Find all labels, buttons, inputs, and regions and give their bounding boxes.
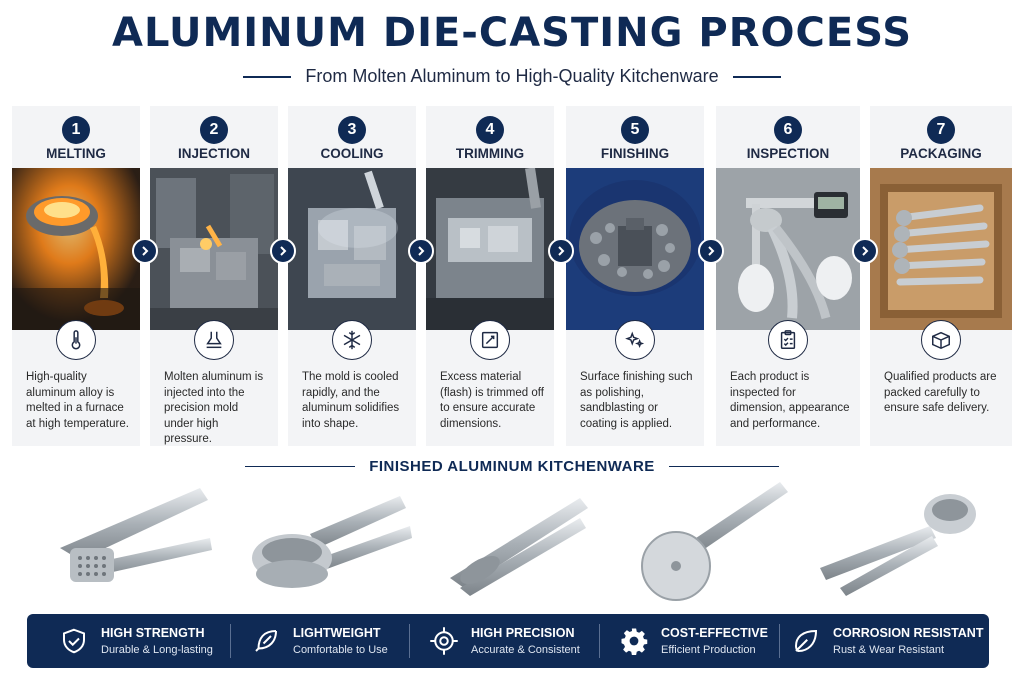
target-icon (427, 624, 461, 658)
page-title: ALUMINUM DIE-CASTING PROCESS (111, 10, 913, 56)
step-inspection: 6 INSPECTION Each product is inspected f… (716, 106, 860, 446)
step-name: PACKAGING (900, 146, 982, 161)
finished-title: FINISHED ALUMINUM KITCHENWARE (369, 458, 655, 475)
step-trimming: 4 TRIMMING Excess material (flash) is tr… (426, 106, 554, 446)
chevron-right-icon (698, 238, 724, 264)
step-description: Molten aluminum is injected into the pre… (164, 371, 264, 445)
page-subtitle: From Molten Aluminum to High-Quality Kit… (305, 66, 719, 86)
features-bar: HIGH STRENGTH Durable & Long-lasting LIG… (27, 614, 989, 668)
step-description: Qualified products are packed carefully … (884, 371, 997, 414)
product-gallery (30, 478, 990, 608)
divider (230, 624, 231, 658)
step-name: COOLING (320, 146, 384, 161)
subtitle-row: From Molten Aluminum to High-Quality Kit… (0, 66, 1024, 87)
step-number: 2 (200, 116, 228, 144)
feature-high-precision: HIGH PRECISION Accurate & Consistent (427, 614, 580, 668)
step-description: Each product is inspected for dimension,… (730, 371, 850, 430)
process-steps: 1 MELTING High-quality alu (12, 106, 1012, 446)
step-number: 4 (476, 116, 504, 144)
step-injection: 2 INJECTION Molten aluminum is injected … (150, 106, 278, 446)
divider (668, 465, 779, 468)
step-finishing: 5 FINISHING Surface finishing such as po… (566, 106, 704, 446)
step-number: 5 (621, 116, 649, 144)
injection-mold-icon (194, 320, 234, 360)
trim-icon (470, 320, 510, 360)
step-packaging: 7 PACKAGING Qualified products are packe… (870, 106, 1012, 446)
feature-subtitle: Accurate & Consistent (471, 643, 580, 656)
lemon-squeezer-image (240, 478, 420, 608)
snowflake-icon (332, 320, 372, 360)
trimming-photo (426, 168, 554, 330)
step-description: Excess material (flash) is trimmed off t… (440, 371, 544, 430)
chevron-right-icon (548, 238, 574, 264)
step-description: Surface finishing such as polishing, san… (580, 371, 693, 430)
feature-subtitle: Comfortable to Use (293, 643, 388, 656)
finished-header: FINISHED ALUMINUM KITCHENWARE (0, 458, 1024, 475)
divider (732, 75, 781, 78)
step-name: MELTING (46, 146, 106, 161)
step-name: TRIMMING (455, 146, 525, 161)
sparkle-icon (615, 320, 655, 360)
step-name: INJECTION (177, 146, 250, 161)
nutcracker-image (430, 478, 610, 608)
ice-cream-scoop-image (810, 478, 990, 608)
feature-lightweight: LIGHTWEIGHT Comfortable to Use (249, 614, 388, 668)
step-number: 7 (927, 116, 955, 144)
gear-icon (617, 624, 651, 658)
pizza-cutter-image (630, 478, 800, 608)
divider (409, 624, 410, 658)
chevron-right-icon (132, 238, 158, 264)
feature-subtitle: Efficient Production (661, 643, 756, 656)
inspection-photo (716, 168, 860, 330)
chevron-right-icon (408, 238, 434, 264)
shield-check-icon (57, 624, 91, 658)
finishing-photo (566, 168, 704, 330)
feature-subtitle: Durable & Long-lasting (101, 643, 213, 656)
feature-title: LIGHTWEIGHT (293, 625, 381, 640)
divider (243, 75, 292, 78)
feather-icon (249, 624, 283, 658)
feature-subtitle: Rust & Wear Resistant (833, 643, 945, 656)
step-description: High-quality aluminum alloy is melted in… (26, 371, 129, 430)
step-name: INSPECTION (746, 146, 830, 161)
divider (779, 624, 780, 658)
step-number: 6 (774, 116, 802, 144)
step-cooling: 3 COOLING The mold is cooled rapidly, an… (288, 106, 416, 446)
step-name: FINISHING (600, 146, 670, 161)
feature-title: CORROSION RESISTANT (833, 625, 984, 640)
step-description: The mold is cooled rapidly, and the alum… (302, 371, 400, 430)
feature-title: HIGH STRENGTH (101, 625, 205, 640)
injection-photo (150, 168, 278, 330)
garlic-press-image (40, 478, 220, 608)
feature-corrosion-resistant: CORROSION RESISTANT Rust & Wear Resistan… (789, 614, 983, 668)
feature-title: COST-EFFECTIVE (661, 625, 768, 640)
thermometer-icon (56, 320, 96, 360)
chevron-right-icon (852, 238, 878, 264)
divider (599, 624, 600, 658)
step-number: 1 (62, 116, 90, 144)
feature-high-strength: HIGH STRENGTH Durable & Long-lasting (57, 614, 213, 668)
step-melting: 1 MELTING High-quality alu (12, 106, 140, 446)
divider (245, 465, 356, 468)
box-icon (921, 320, 961, 360)
cooling-photo (288, 168, 416, 330)
feature-cost-effective: COST-EFFECTIVE Efficient Production (617, 614, 768, 668)
clipboard-check-icon (768, 320, 808, 360)
packaging-photo (870, 168, 1012, 330)
melting-photo (12, 168, 140, 330)
chevron-right-icon (270, 238, 296, 264)
feature-title: HIGH PRECISION (471, 625, 575, 640)
leaf-icon (789, 624, 823, 658)
step-number: 3 (338, 116, 366, 144)
